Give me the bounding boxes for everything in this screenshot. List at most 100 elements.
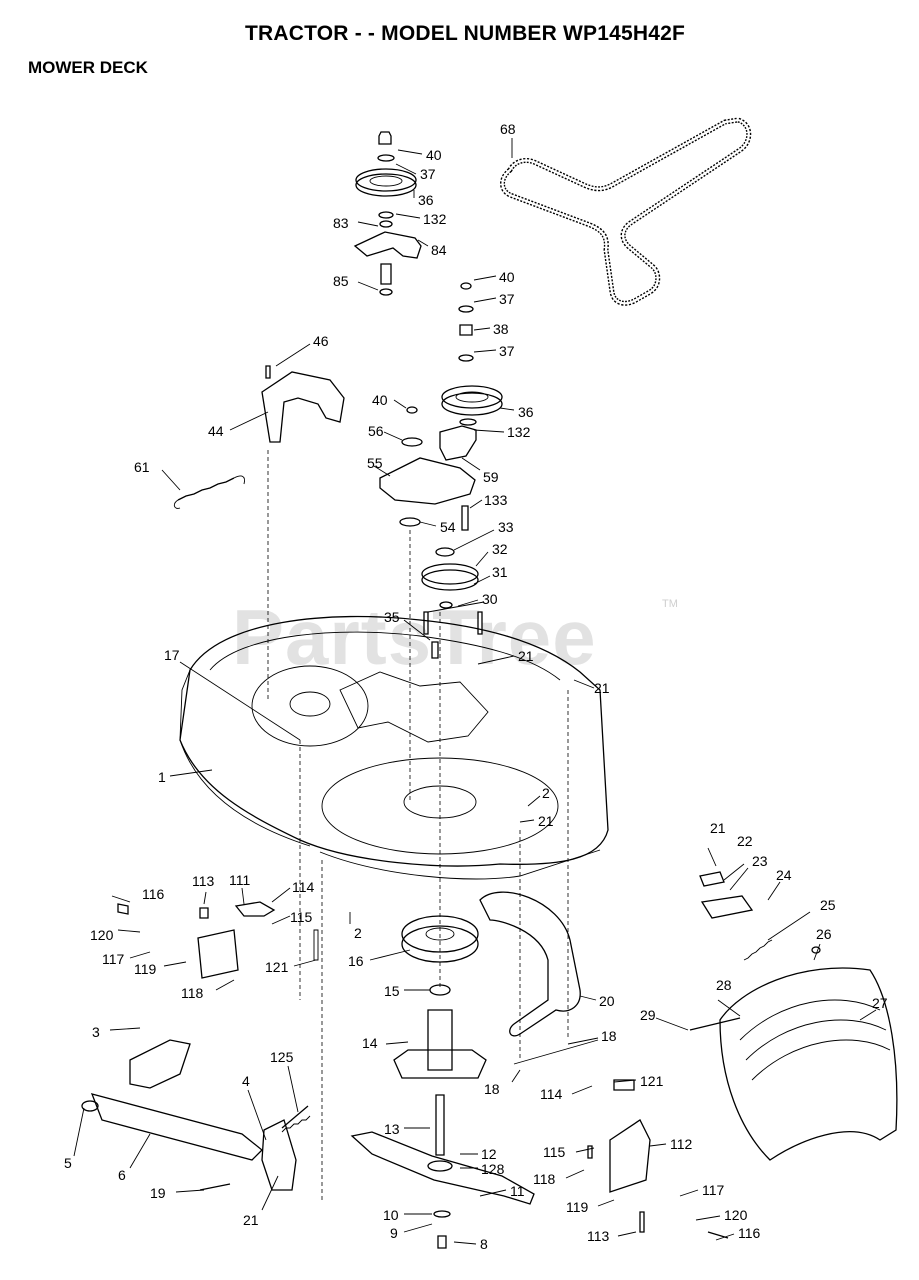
- callout-55: 55: [367, 455, 383, 471]
- callout-10: 10: [383, 1207, 399, 1223]
- callout-113: 113: [192, 873, 215, 889]
- callout-18: 18: [601, 1028, 617, 1044]
- callout-28: 28: [716, 977, 732, 993]
- callout-17: 17: [164, 647, 180, 663]
- callout-115: 115: [290, 909, 313, 925]
- callout-118: 118: [181, 985, 204, 1001]
- callout-114: 114: [292, 879, 315, 895]
- diagram-title: TRACTOR - - MODEL NUMBER WP145H42F: [245, 22, 686, 45]
- callout-119: 119: [566, 1199, 589, 1215]
- callout-12: 12: [481, 1146, 497, 1162]
- callout-133: 133: [484, 492, 508, 508]
- callout-37: 37: [420, 166, 436, 182]
- callout-125: 125: [270, 1049, 294, 1065]
- callout-1: 1: [158, 769, 166, 785]
- callout-112: 112: [670, 1136, 693, 1152]
- callout-38: 38: [493, 321, 509, 337]
- callout-21: 21: [243, 1212, 259, 1228]
- watermark-trademark: TM: [662, 598, 678, 610]
- callout-117: 117: [102, 951, 125, 967]
- blade-spindle-assembly: [393, 915, 487, 1172]
- assembly-guide-lines: [267, 450, 569, 1200]
- callout-85: 85: [333, 273, 349, 289]
- callout-8: 8: [480, 1236, 488, 1252]
- section-title: MOWER DECK: [28, 58, 148, 77]
- callout-113: 113: [587, 1228, 610, 1244]
- callout-21: 21: [710, 820, 726, 836]
- callout-61: 61: [134, 459, 150, 475]
- callout-4: 4: [242, 1073, 250, 1089]
- callout-11: 11: [510, 1183, 525, 1199]
- callout-22: 22: [737, 833, 753, 849]
- callout-132: 132: [423, 211, 447, 227]
- callout-83: 83: [333, 215, 349, 231]
- callout-33: 33: [498, 519, 514, 535]
- belt-guard: [261, 365, 345, 443]
- callout-119: 119: [134, 961, 157, 977]
- callout-56: 56: [368, 423, 384, 439]
- callout-19: 19: [150, 1185, 166, 1201]
- callout-27: 27: [872, 995, 888, 1011]
- callout-37: 37: [499, 343, 515, 359]
- callout-40: 40: [372, 392, 388, 408]
- callout-46: 46: [313, 333, 329, 349]
- callout-40: 40: [426, 147, 442, 163]
- callout-25: 25: [820, 897, 836, 913]
- callout-21: 21: [594, 680, 610, 696]
- callout-59: 59: [483, 469, 499, 485]
- callout-117: 117: [702, 1182, 725, 1198]
- callout-44: 44: [208, 423, 224, 439]
- callout-116: 116: [738, 1225, 761, 1241]
- right-idler-pulley-assembly: [439, 282, 503, 461]
- left-hanger-bracket: [117, 901, 319, 979]
- watermark: PartsTree: [232, 593, 597, 681]
- mower-deck-housing: [179, 615, 609, 880]
- callout-labels: 40 37 36 83 132 84 85 68 40 37 38 37 40 …: [64, 121, 888, 1252]
- callout-36: 36: [518, 404, 534, 420]
- callout-6: 6: [118, 1167, 126, 1183]
- callout-120: 120: [724, 1207, 748, 1223]
- discharge-chute: [689, 871, 898, 1161]
- callout-132: 132: [507, 424, 531, 440]
- callout-15: 15: [384, 983, 400, 999]
- deck-stabilizer-arm: [479, 891, 581, 1037]
- callout-29: 29: [640, 1007, 656, 1023]
- callout-5: 5: [64, 1155, 72, 1171]
- callout-21: 21: [538, 813, 554, 829]
- callout-121: 121: [640, 1073, 664, 1089]
- callout-13: 13: [384, 1121, 400, 1137]
- callout-2: 2: [542, 785, 550, 801]
- callout-16: 16: [348, 953, 364, 969]
- callout-3: 3: [92, 1024, 100, 1040]
- callout-54: 54: [440, 519, 456, 535]
- callout-35: 35: [384, 609, 400, 625]
- callout-30: 30: [482, 591, 498, 607]
- drive-belt: [500, 117, 752, 306]
- callout-115: 115: [543, 1144, 566, 1160]
- callout-leader-lines: [73, 138, 877, 1245]
- callout-116: 116: [142, 886, 165, 902]
- callout-2: 2: [354, 925, 362, 941]
- tension-spring: [173, 475, 245, 509]
- callout-120: 120: [90, 927, 114, 943]
- callout-21: 21: [518, 648, 534, 664]
- callout-9: 9: [390, 1225, 398, 1241]
- front-deck-linkage: [81, 1039, 311, 1191]
- callout-23: 23: [752, 853, 768, 869]
- callout-128: 128: [481, 1161, 505, 1177]
- callout-36: 36: [418, 192, 434, 208]
- callout-121: 121: [265, 959, 289, 975]
- callout-26: 26: [816, 926, 832, 942]
- upper-idler-pulley-assembly: [353, 131, 422, 296]
- right-hanger-bracket: [587, 1079, 729, 1239]
- callout-111: 111: [229, 872, 250, 888]
- callout-18: 18: [484, 1081, 500, 1097]
- callout-37: 37: [499, 291, 515, 307]
- callout-32: 32: [492, 541, 508, 557]
- callout-14: 14: [362, 1035, 378, 1051]
- callout-24: 24: [776, 867, 792, 883]
- callout-118: 118: [533, 1171, 556, 1187]
- callout-68: 68: [500, 121, 516, 137]
